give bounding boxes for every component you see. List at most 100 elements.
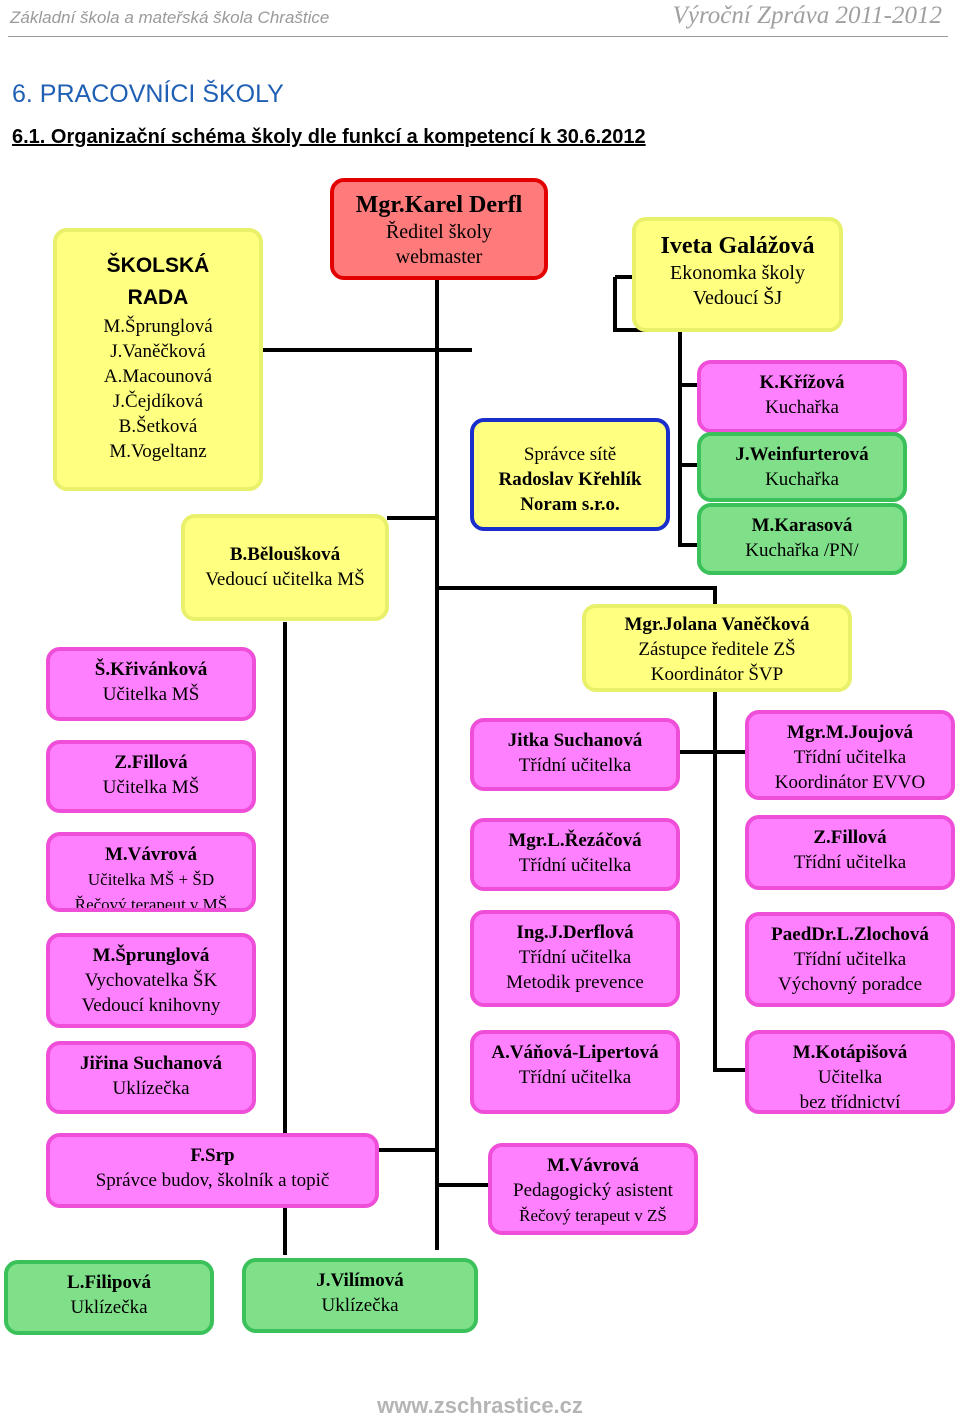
school-board-member: J.Vaněčková (110, 341, 206, 362)
teacher-zlochova-role-2: Výchovný poradce (777, 974, 923, 995)
teacher-jitka-suchanova-role: Třídní učitelka (518, 755, 632, 776)
school-board-title-1: ŠKOLSKÁ (106, 254, 210, 277)
caretaker-srp-role: Správce budov, školník a topič (95, 1170, 330, 1191)
teacher-zlochova-name: PaedDr.L.Zlochová (771, 924, 929, 945)
deputy-head-role-2: Koordinátor ŠVP (650, 664, 784, 685)
cleaner-j-suchanova-role: Uklízečka (112, 1078, 190, 1099)
network-admin-label: Správce sítě (523, 444, 617, 465)
cook-weinfurterova-role: Kuchařka (765, 469, 839, 490)
director-box: Mgr.Karel Derfl Ředitel školy webmaster (330, 178, 548, 280)
cleaner-vilimova-box: J.Vilímová Uklízečka (242, 1258, 478, 1333)
educator-sprunglova-role: Vychovatelka ŠK (84, 970, 218, 991)
economist-role-2: Vedoucí ŠJ (692, 287, 783, 309)
section-heading: 6. PRACOVNÍCI ŠKOLY (12, 80, 284, 108)
economist-box: Iveta Galážová Ekonomka školy Vedoucí ŠJ (632, 217, 843, 332)
cook-weinfurterova-box: J.Weinfurterová Kuchařka (697, 432, 907, 502)
teacher-joujova-role-2: Koordinátor EVVO (774, 772, 926, 793)
assistant-vavrova-role-2: Řečový terapeut v ZŠ (519, 1206, 667, 1225)
teacher-vanova-box: A.Váňová-Lipertová Třídní učitelka (470, 1030, 680, 1114)
cleaner-vilimova-role: Uklízečka (321, 1295, 399, 1316)
kindergarten-head-role: Vedoucí učitelka MŠ (205, 569, 365, 590)
cleaner-filipova-box: L.Filipová Uklízečka (4, 1260, 214, 1335)
teacher-joujova-box: Mgr.M.Joujová Třídní učitelka Koordináto… (745, 710, 955, 800)
network-admin-company: Noram s.r.o. (520, 494, 620, 515)
teacher-kotapisova-role-2: bez třídnictví (799, 1092, 901, 1113)
header-school-name: Základní škola a mateřská škola Chraštic… (10, 8, 330, 27)
caretaker-srp-name: F.Srp (190, 1145, 235, 1166)
school-board-title-2: RADA (127, 286, 189, 309)
cleaner-j-suchanova-name: Jiřina Suchanová (79, 1053, 222, 1074)
teacher-jitka-suchanova-box: Jitka Suchanová Třídní učitelka (470, 718, 680, 791)
teacher-derflova-name: Ing.J.Derflová (516, 922, 634, 943)
footer-website: www.zschrastice.cz (377, 1393, 583, 1418)
teacher-fillova-zs-box: Z.Fillová Třídní učitelka (745, 815, 955, 890)
cleaner-filipova-name: L.Filipová (67, 1272, 151, 1293)
teacher-vanova-name: A.Váňová-Lipertová (491, 1042, 659, 1063)
teacher-vavrova-ms-role: Učitelka MŠ + ŠD (87, 870, 215, 889)
cook-krizova-name: K.Křížová (759, 372, 845, 393)
school-board-member: J.Čejdíková (112, 391, 204, 412)
teacher-zlochova-role: Třídní učitelka (793, 949, 907, 970)
director-name: Mgr.Karel Derfl (355, 192, 523, 218)
deputy-head-name: Mgr.Jolana Vaněčková (624, 614, 810, 635)
teacher-fillova-zs-name: Z.Fillová (813, 827, 887, 848)
teacher-kotapisova-role: Učitelka (817, 1067, 883, 1088)
cook-karasova-box: M.Karasová Kuchařka /PN/ (697, 503, 907, 575)
teacher-derflova-role: Třídní učitelka (518, 947, 632, 968)
assistant-vavrova-name: M.Vávrová (547, 1155, 639, 1176)
cleaner-vilimova-name: J.Vilímová (316, 1270, 404, 1291)
teacher-derflova-box: Ing.J.Derflová Třídní učitelka Metodik p… (470, 910, 680, 1007)
kindergarten-head-name: B.Běloušková (229, 544, 341, 565)
kindergarten-head-box: B.Běloušková Vedoucí učitelka MŠ (181, 514, 389, 621)
director-role: Ředitel školy (385, 221, 493, 243)
teacher-rezacova-role: Třídní učitelka (518, 855, 632, 876)
teacher-derflova-role-2: Metodik prevence (506, 972, 644, 993)
teacher-fillova-ms-box: Z.Fillová Učitelka MŠ (46, 740, 256, 813)
connector-director-to-deputy (437, 586, 717, 608)
teacher-krivankova-name: Š.Křivánková (94, 659, 208, 680)
school-board-member: M.Vogeltanz (109, 441, 207, 462)
teacher-joujova-role: Třídní učitelka (793, 747, 907, 768)
network-admin-box: Správce sítě Radoslav Křehlík Noram s.r.… (470, 418, 670, 531)
header-report-title: Výroční Zpráva 2011-2012 (672, 2, 942, 29)
connector-deputy-trunk (713, 690, 748, 1072)
cook-weinfurterova-name: J.Weinfurterová (735, 444, 869, 465)
teacher-rezacova-name: Mgr.L.Řezáčová (508, 830, 642, 851)
assistant-vavrova-box: M.Vávrová Pedagogický asistent Řečový te… (488, 1143, 698, 1235)
teacher-fillova-ms-name: Z.Fillová (114, 752, 188, 773)
teacher-jitka-suchanova-name: Jitka Suchanová (507, 730, 643, 751)
subsection-heading: 6.1. Organizační schéma školy dle funkcí… (12, 126, 646, 148)
teacher-krivankova-box: Š.Křivánková Učitelka MŠ (46, 647, 256, 721)
director-role-2: webmaster (395, 246, 483, 268)
deputy-head-role: Zástupce ředitele ZŠ (638, 639, 796, 660)
school-board-box: ŠKOLSKÁ RADA M.Šprunglová J.Vaněčková A.… (53, 228, 263, 491)
assistant-vavrova-role: Pedagogický asistent (513, 1180, 673, 1201)
educator-sprunglova-name: M.Šprunglová (92, 945, 210, 966)
cook-karasova-name: M.Karasová (751, 515, 853, 536)
school-board-member: M.Šprunglová (103, 316, 213, 337)
header-divider (8, 36, 948, 37)
economist-name: Iveta Galážová (660, 233, 815, 259)
cook-krizova-role: Kuchařka (765, 397, 839, 418)
school-board-member: A.Macounová (103, 366, 213, 387)
teacher-vavrova-ms-box: M.Vávrová Učitelka MŠ + ŠD Řečový terape… (46, 832, 256, 912)
teacher-krivankova-role: Učitelka MŠ (102, 684, 200, 705)
network-admin-name: Radoslav Křehlík (498, 469, 642, 490)
cleaner-filipova-role: Uklízečka (70, 1297, 148, 1318)
teacher-kotapisova-name: M.Kotápišová (792, 1042, 908, 1063)
teacher-vavrova-ms-name: M.Vávrová (105, 844, 197, 865)
cleaner-j-suchanova-box: Jiřina Suchanová Uklízečka (46, 1041, 256, 1114)
economist-role: Ekonomka školy (670, 262, 805, 284)
cook-krizova-box: K.Křížová Kuchařka (697, 360, 907, 433)
teacher-vavrova-ms-role-2: Řečový terapeut v MŠ (74, 895, 228, 912)
teacher-rezacova-box: Mgr.L.Řezáčová Třídní učitelka (470, 818, 680, 891)
teacher-zlochova-box: PaedDr.L.Zlochová Třídní učitelka Výchov… (745, 912, 955, 1007)
teacher-fillova-zs-role: Třídní učitelka (793, 852, 907, 873)
caretaker-srp-box: F.Srp Správce budov, školník a topič (46, 1133, 379, 1208)
teacher-kotapisova-box: M.Kotápišová Učitelka bez třídnictví (745, 1030, 955, 1114)
teacher-vanova-role: Třídní učitelka (518, 1067, 632, 1088)
educator-sprunglova-role-2: Vedoucí knihovny (81, 995, 221, 1016)
cook-karasova-role: Kuchařka /PN/ (745, 540, 859, 561)
teacher-fillova-ms-role: Učitelka MŠ (102, 777, 200, 798)
deputy-head-box: Mgr.Jolana Vaněčková Zástupce ředitele Z… (582, 604, 852, 692)
